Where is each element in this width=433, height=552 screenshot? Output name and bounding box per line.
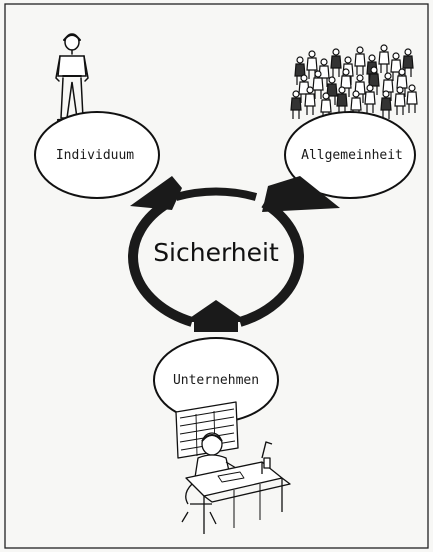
crowd-person-head [396,86,404,94]
arrow-company [184,300,248,332]
arrow-individual [130,176,182,210]
crowd-person-head [392,52,400,60]
center-label: Sicherheit [153,238,279,267]
crowd-person-head [356,46,364,54]
crowd-person-body [406,91,418,113]
crowd-icon [290,44,418,121]
arrow-community [262,176,340,212]
crowd-person-body [312,77,324,99]
security-ring [128,187,304,327]
crowd-person-head [352,90,360,98]
crowd-person-head [332,48,340,56]
crowd-person-head [328,76,336,84]
crowd-person-head [404,48,412,56]
crowd-person-head [366,84,374,92]
crowd-person-head [382,90,390,98]
crowd-person-head [306,86,314,94]
crowd-person-head [322,92,330,100]
crowd-person-body [378,51,390,73]
crowd-person-head [344,56,352,64]
crowd-person-body [290,97,302,119]
office-worker-at-desk-icon [175,401,291,534]
individual-ellipse [34,111,160,199]
crowd-person-head [342,68,350,76]
crowd-person-head [398,68,406,76]
crowd-person-head [384,72,392,80]
crowd-person-body [304,93,316,115]
crowd-person-head [320,58,328,66]
crowd-person-head [296,56,304,64]
individual-label: Individuum [56,148,134,163]
crowd-person-head [370,66,378,74]
crowd-person-head [308,50,316,58]
crowd-person-head [408,84,416,92]
company-label: Unternehmen [173,373,259,388]
crowd-person-head [300,74,308,82]
frame-border [4,3,429,549]
crowd-person-head [356,74,364,82]
crowd-person-body [394,93,406,115]
crowd-person-head [338,86,346,94]
crowd-person-body [330,55,342,77]
crowd-person-head [368,54,376,62]
crowd-person-head [380,44,388,52]
crowd-person-head [292,90,300,98]
crowd-person-body [380,97,392,119]
standing-man-icon [55,33,89,122]
crowd-person-head [314,70,322,78]
crowd-person-body [354,53,366,75]
community-ellipse [284,111,416,199]
crowd-person-body [364,91,376,113]
community-label: Allgemeinheit [301,148,403,163]
